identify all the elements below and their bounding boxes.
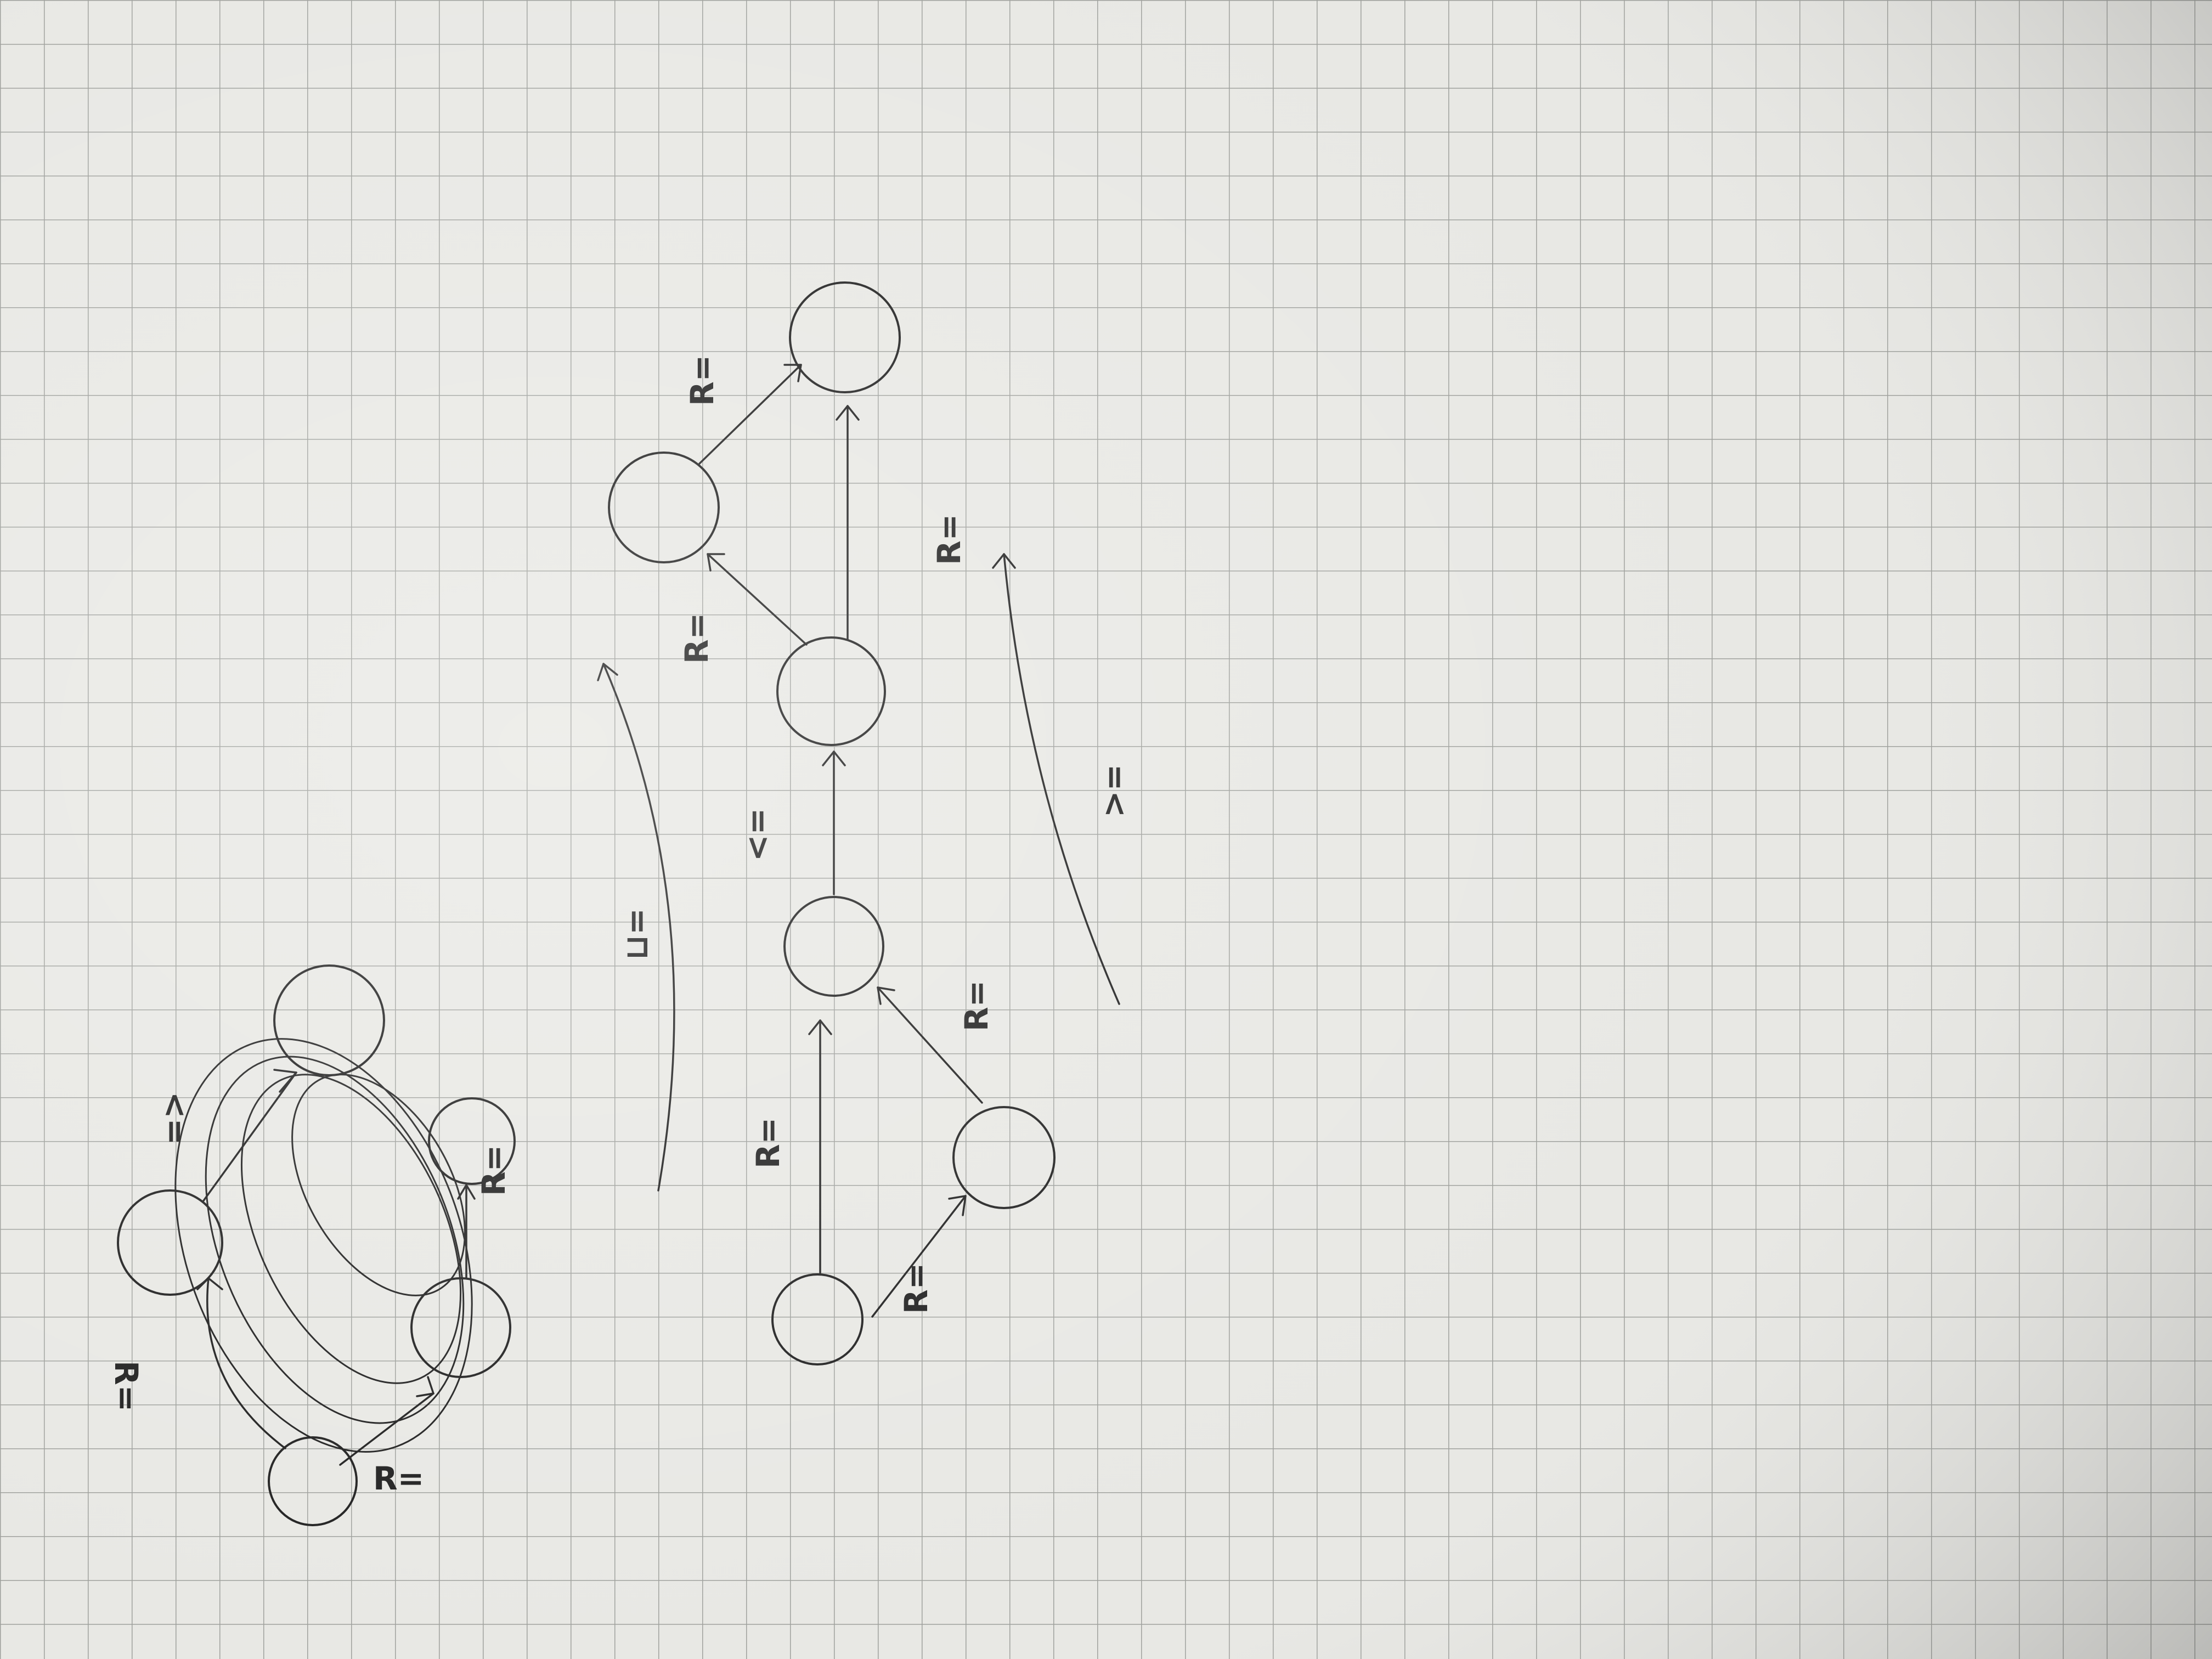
photo-lighting xyxy=(0,0,2212,1659)
grid-paper-photo: <= R= R= R= R= R= R= <= xyxy=(0,0,2212,1659)
